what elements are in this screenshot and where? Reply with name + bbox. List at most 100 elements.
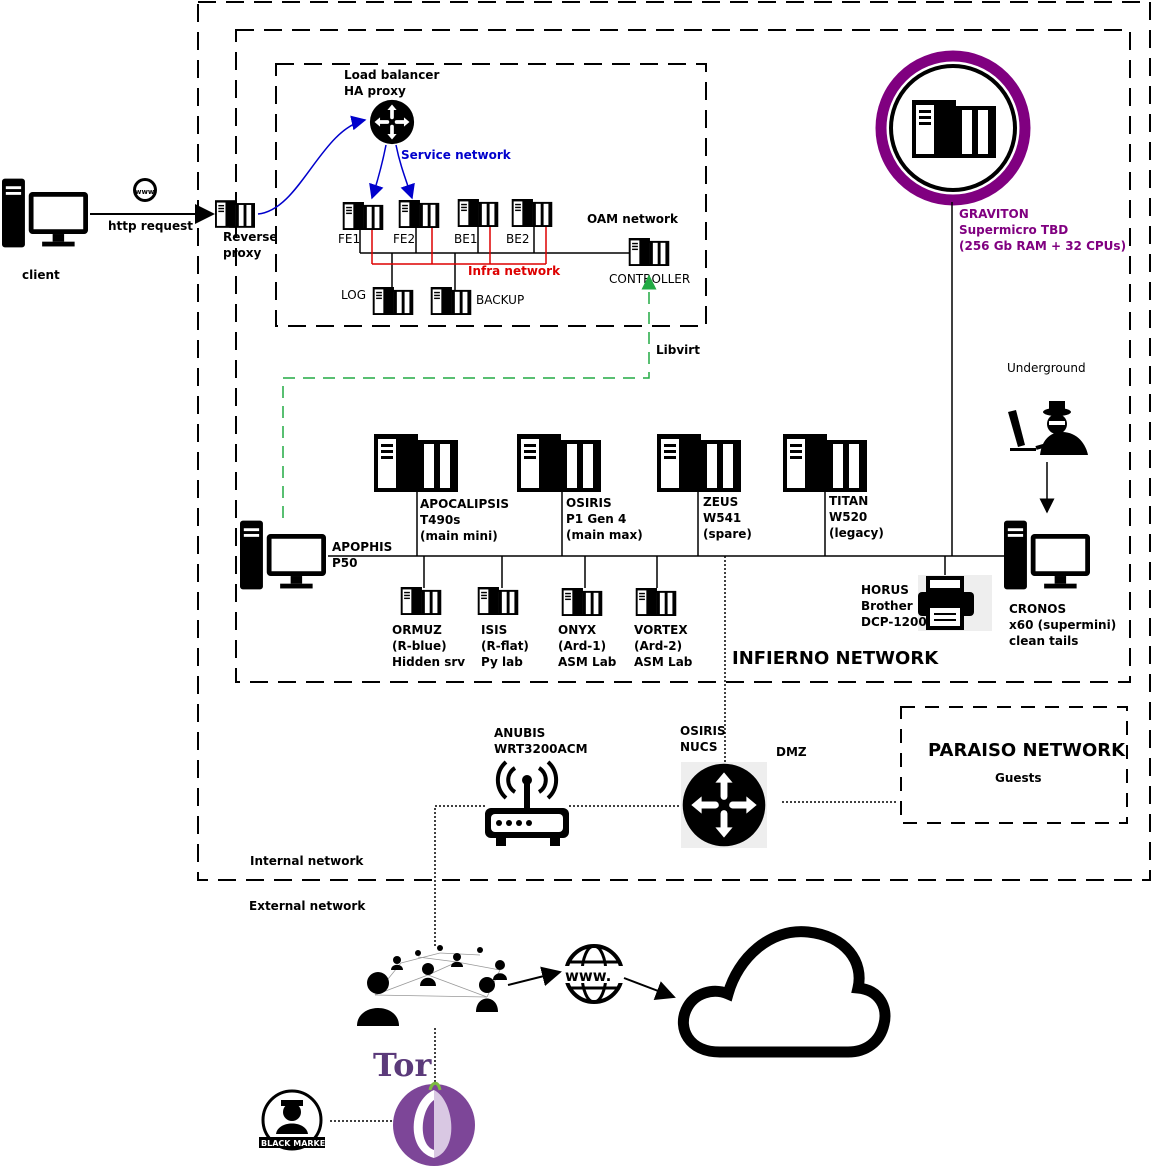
- isis-label-line1: ISIS: [481, 623, 507, 637]
- isis-label-line2: (R-flat): [481, 639, 529, 653]
- osiris-label-line1: OSIRIS: [566, 496, 612, 510]
- paraiso-network-boundary: [900, 706, 1128, 824]
- horus-label-line3: DCP-1200: [861, 615, 927, 629]
- titan-server-icon: [783, 434, 867, 492]
- client-computer-icon: [2, 178, 88, 248]
- zeus-label-line3: (spare): [703, 527, 752, 541]
- cronos-computer-icon: [1004, 520, 1090, 590]
- onyx-label-line1: ONYX: [558, 623, 597, 637]
- onyx-label-line3: ASM Lab: [558, 655, 617, 669]
- proxy-to-lb-link: [257, 115, 367, 215]
- cloud-icon: [677, 926, 891, 1058]
- osiris-nucs-label-line2: NUCS: [680, 740, 717, 754]
- black-market-icon: BLACK MARKET: [259, 1089, 331, 1151]
- vortex-label-line1: VORTEX: [634, 623, 688, 637]
- titan-label-line3: (legacy): [829, 526, 884, 540]
- fe2-label: FE2: [393, 232, 415, 246]
- service-network-label: Service network: [401, 148, 512, 162]
- www-to-cloud-arrow: [623, 977, 676, 1000]
- log-server-icon: [372, 287, 414, 315]
- tor-logo: Tor: [373, 1046, 432, 1084]
- internal-network-label: Internal network: [250, 854, 364, 868]
- controller-server-icon: [628, 238, 670, 266]
- vortex-server-icon: [635, 588, 677, 616]
- ormuz-label-line1: ORMUZ: [392, 623, 442, 637]
- osiris-server-icon: [517, 434, 601, 492]
- globe-icon: www.: [133, 178, 157, 202]
- infierno-network-boundary: [235, 29, 1131, 683]
- infra-network-label: Infra network: [468, 264, 561, 278]
- cronos-label-line1: CRONOS: [1009, 602, 1066, 616]
- backup-server-icon: [430, 287, 472, 315]
- paraiso-network-sub: Guests: [995, 771, 1042, 785]
- cronos-label-line2: x60 (supermini): [1009, 618, 1116, 632]
- client-label: client: [22, 268, 60, 282]
- vortex-label-line2: (Ard-2): [634, 639, 682, 653]
- zeus-label-line2: W541: [703, 511, 741, 525]
- svg-text:Tor: Tor: [373, 1046, 432, 1084]
- svg-text:BLACK MARKET: BLACK MARKET: [261, 1139, 331, 1148]
- horus-label-line1: HORUS: [861, 583, 909, 597]
- load-balancer-label-line1: Load balancer: [344, 68, 439, 82]
- lb-to-fe2-link: [395, 144, 415, 200]
- horus-label-line2: Brother: [861, 599, 913, 613]
- libvirt-link: [282, 274, 657, 518]
- fe1-server-icon: [342, 202, 384, 230]
- zeus-label-line1: ZEUS: [703, 495, 738, 509]
- http-request-label: http request: [108, 219, 193, 233]
- be1-server-icon: [457, 199, 499, 227]
- service-cluster-boundary: [275, 63, 707, 327]
- paraiso-network-title: PARAISO NETWORK: [928, 740, 1126, 761]
- cronos-label-line3: clean tails: [1009, 634, 1078, 648]
- backup-label: BACKUP: [476, 293, 524, 307]
- svg-text:www.: www.: [565, 967, 611, 985]
- www-globe-icon: www.: [562, 944, 626, 1004]
- apocalipsis-label-line2: T490s: [420, 513, 460, 527]
- vortex-label-line3: ASM Lab: [634, 655, 693, 669]
- fe2-server-icon: [398, 200, 440, 228]
- oam-network-label: OAM network: [587, 212, 679, 226]
- dmz-label: DMZ: [776, 745, 807, 759]
- lb-to-fe1-link: [369, 144, 387, 200]
- apocalipsis-label-line3: (main mini): [420, 529, 498, 543]
- graviton-label-line3: (256 Gb RAM + 32 CPUs): [959, 239, 1126, 253]
- load-balancer-label-line2: HA proxy: [344, 84, 406, 98]
- apocalipsis-label-line1: APOCALIPSIS: [420, 497, 509, 511]
- titan-label-line2: W520: [829, 510, 867, 524]
- graviton-label-line2: Supermicro TBD: [959, 223, 1068, 237]
- apophis-computer-icon: [240, 520, 326, 590]
- infra-network-lines: [371, 227, 547, 265]
- ormuz-server-icon: [400, 587, 442, 615]
- load-balancer-router-icon: [369, 99, 415, 145]
- isis-label-line3: Py lab: [481, 655, 523, 669]
- titan-label-line1: TITAN: [829, 494, 868, 508]
- graviton-label-line1: GRAVITON: [959, 207, 1029, 221]
- infierno-network-title: INFIERNO NETWORK: [732, 648, 939, 669]
- be1-label: BE1: [454, 232, 477, 246]
- reverse-proxy-server-icon: [215, 200, 255, 228]
- people-to-www-arrow: [507, 966, 562, 987]
- osiris-label-line2: P1 Gen 4: [566, 512, 626, 526]
- printer-icon: [918, 575, 992, 631]
- underground-label: Underground: [1007, 361, 1086, 375]
- anubis-label-line2: WRT3200ACM: [494, 742, 588, 756]
- isis-server-icon: [477, 587, 519, 615]
- fe1-label: FE1: [338, 232, 360, 246]
- reverse-proxy-label-line1: Reverse: [223, 230, 278, 244]
- people-network-icon: [357, 945, 507, 1026]
- osiris-label-line3: (main max): [566, 528, 643, 542]
- hacker-icon: [1008, 401, 1088, 455]
- onyx-server-icon: [561, 588, 603, 616]
- apocalipsis-server-icon: [374, 434, 458, 492]
- graviton-server-icon: [912, 100, 996, 158]
- dmz-router-icon: [683, 764, 766, 847]
- svg-text:www.: www.: [135, 188, 157, 196]
- be2-label: BE2: [506, 232, 529, 246]
- zeus-server-icon: [657, 434, 741, 492]
- reverse-proxy-label-line2: proxy: [223, 246, 261, 260]
- ormuz-label-line3: Hidden srv: [392, 655, 465, 669]
- osiris-nucs-label-line1: OSIRIS: [680, 724, 726, 738]
- apophis-label-line2: P50: [332, 556, 358, 570]
- onyx-label-line2: (Ard-1): [558, 639, 606, 653]
